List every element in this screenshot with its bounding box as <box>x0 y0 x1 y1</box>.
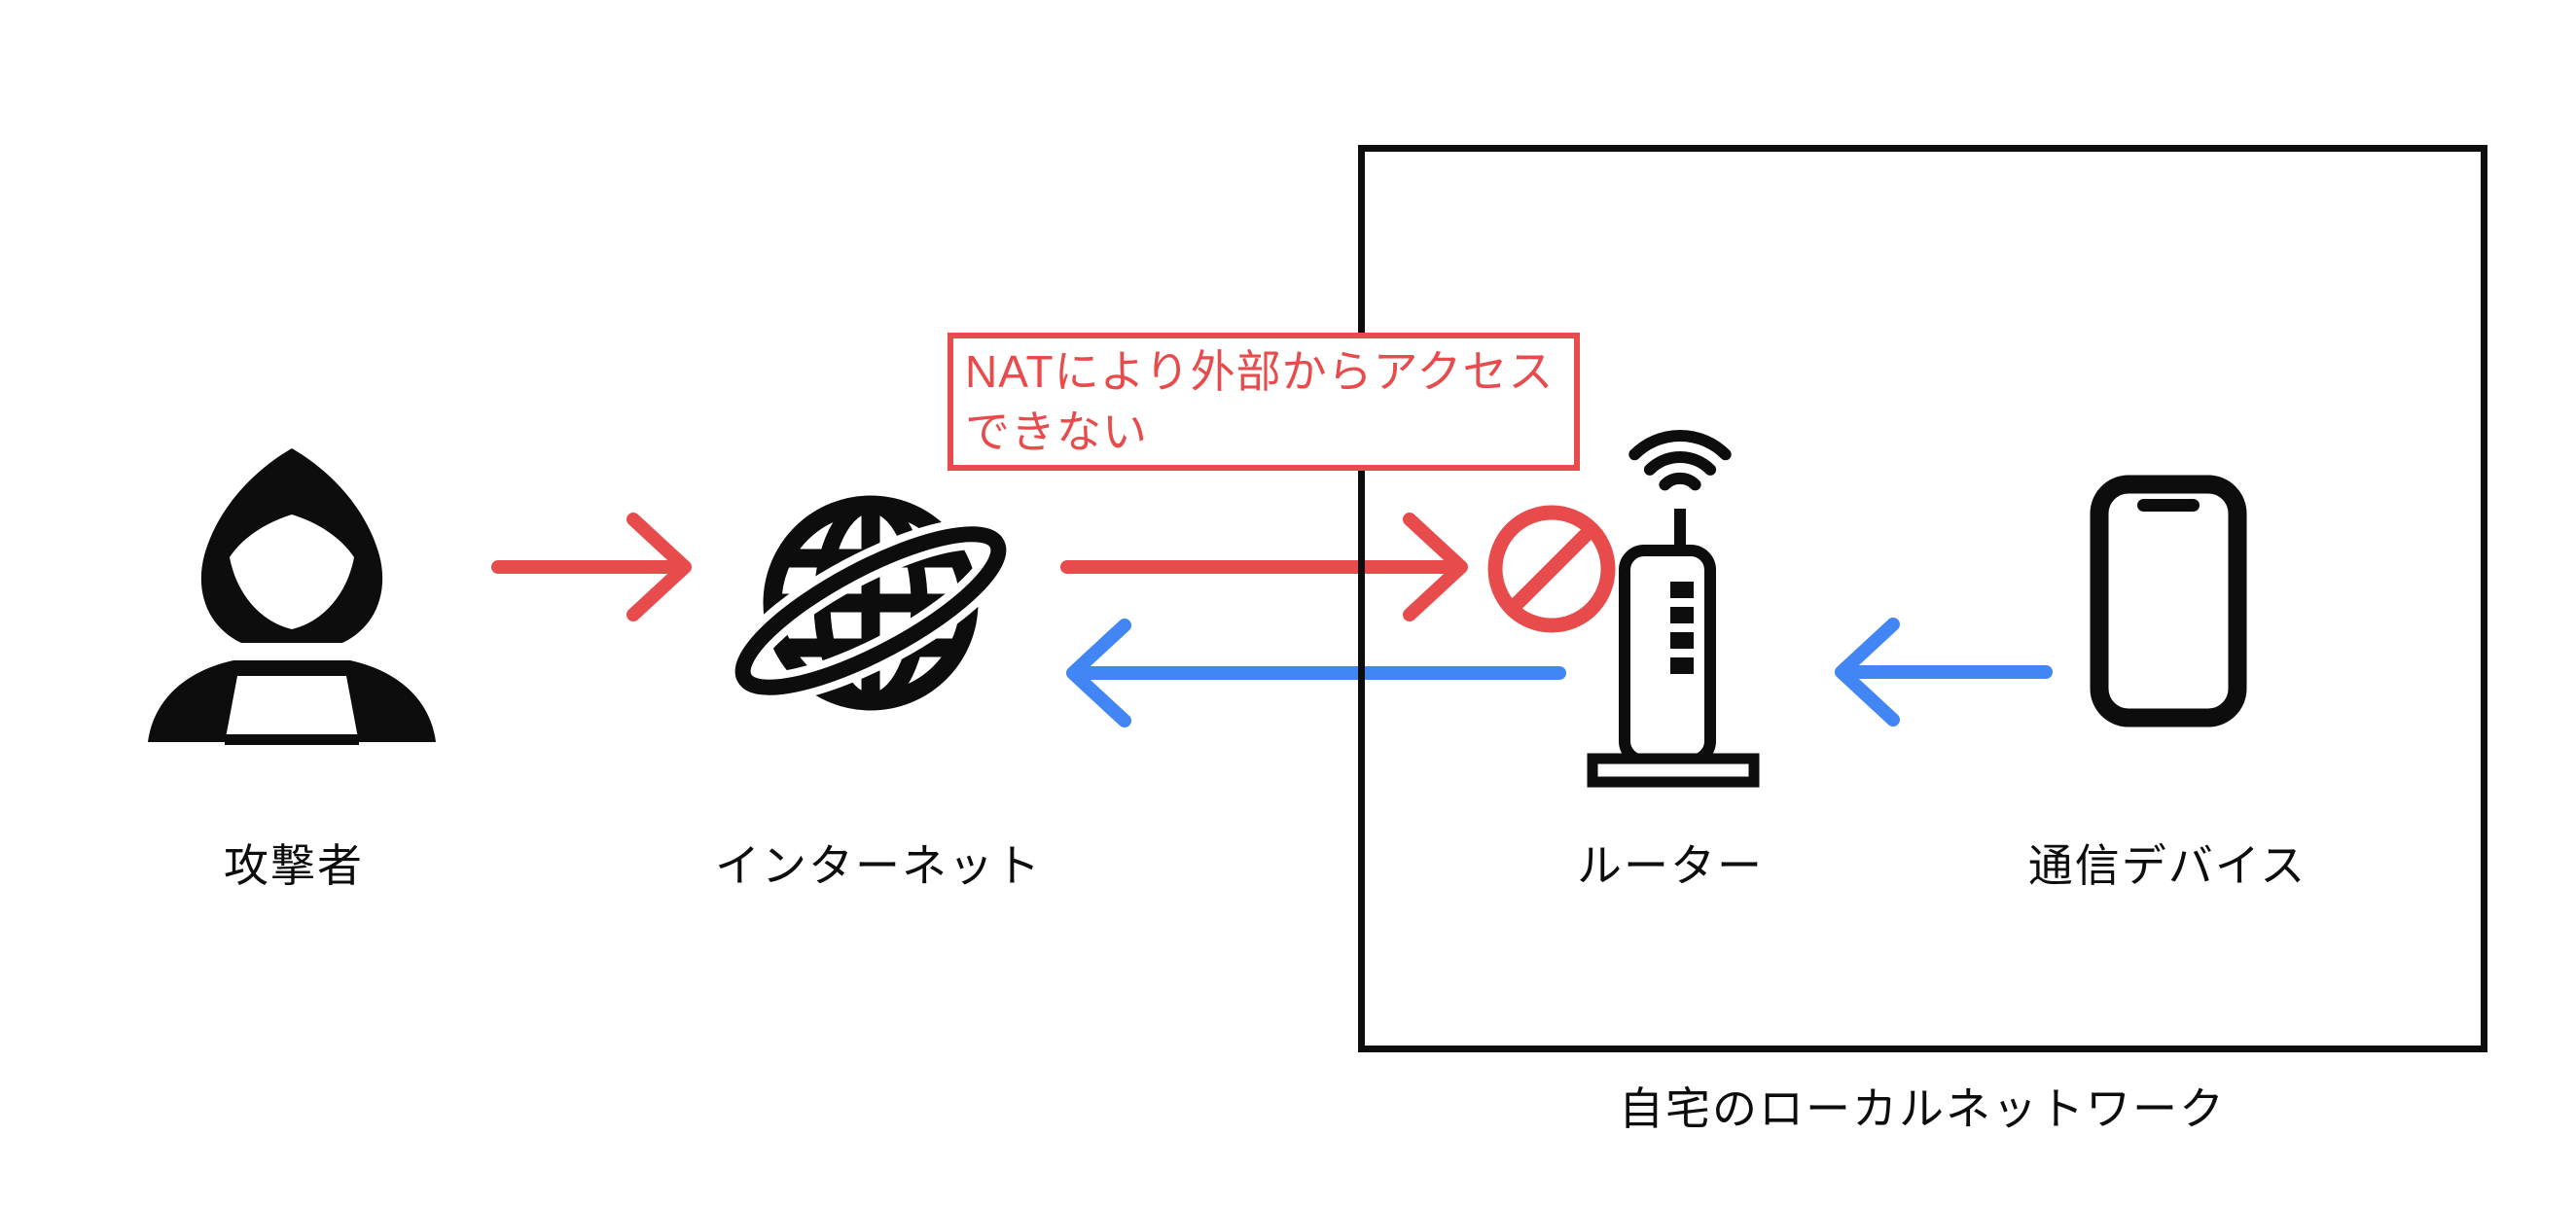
hacker-icon <box>148 448 436 745</box>
nat-blocked-annotation: NATにより外部からアクセス できない <box>948 333 1580 471</box>
smartphone-icon <box>2090 475 2247 727</box>
annotation-line-2: できない <box>965 407 1148 457</box>
arrow-internet-to-router-blocked <box>1060 513 1468 621</box>
globe-orbit-icon <box>727 495 1015 711</box>
arrow-device-to-router <box>1835 618 2053 727</box>
annotation-line-1: NATにより外部からアクセス <box>965 346 1555 397</box>
arrow-router-to-internet <box>1066 619 1566 727</box>
wifi-router-icon <box>1587 429 1760 788</box>
device-label: 通信デバイス <box>2027 840 2308 891</box>
router-label: ルーター <box>1577 840 1764 891</box>
attacker-label: 攻撃者 <box>224 840 364 891</box>
internet-label: インターネット <box>715 840 1042 891</box>
home-network-boundary <box>1358 145 2487 1052</box>
no-entry-icon <box>1487 505 1616 633</box>
arrow-attacker-to-internet <box>491 513 692 621</box>
home-network-label: 自宅のローカルネットワーク <box>1619 1083 2226 1134</box>
